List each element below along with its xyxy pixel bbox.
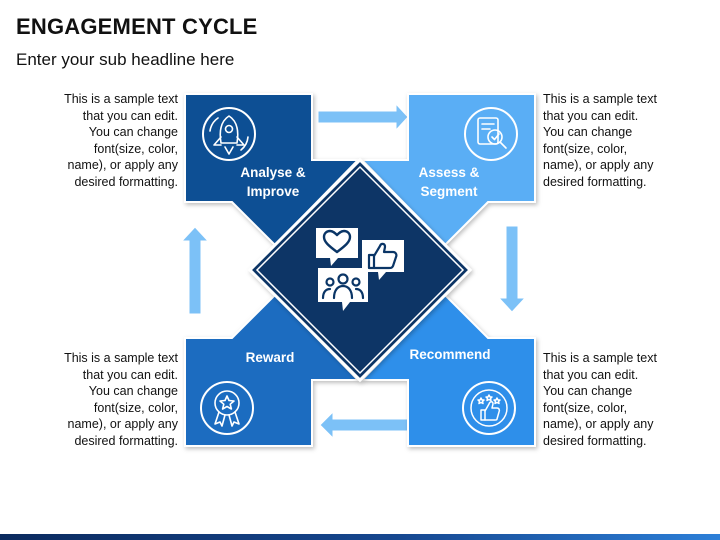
note-line: You can change [543, 384, 633, 399]
note-line: This is a sample text [64, 351, 178, 365]
stage-assess-label-line1: Assess & [419, 165, 480, 180]
note-line: This is a sample text [543, 92, 657, 106]
award-medal-icon-badge [200, 381, 254, 435]
note-top-right: This is a sample text that you can edit.… [543, 91, 703, 191]
note-line: font(size, color, [93, 400, 178, 415]
flow-arrow-down [497, 225, 527, 313]
note-line: name), or apply any [67, 158, 178, 173]
note-line: desired formatting. [543, 174, 647, 189]
note-line: You can change [88, 125, 178, 140]
note-line: that you can edit. [82, 108, 178, 123]
note-bottom-right: This is a sample text that you can edit.… [543, 350, 703, 450]
stage-recommend: Recommend [359, 293, 536, 447]
rocket-icon-badge [202, 107, 256, 161]
flow-arrow-left [319, 410, 410, 440]
flow-arrow-up [180, 226, 210, 315]
stage-recommend-label: Recommend [409, 347, 490, 362]
page-subtitle: Enter your sub headline here [16, 50, 235, 69]
flow-arrow-right [317, 102, 409, 132]
social-engagement-icon [316, 228, 404, 311]
footer-bar [0, 534, 720, 540]
note-bottom-left: This is a sample text that you can edit.… [18, 350, 178, 450]
note-line: You can change [88, 384, 178, 399]
stage-assess-label-line2: Segment [420, 184, 478, 199]
stage-analyse-label-line2: Improve [247, 184, 300, 199]
note-line: font(size, color, [543, 141, 628, 156]
note-line: font(size, color, [543, 400, 628, 415]
note-line: that you can edit. [543, 367, 639, 382]
center-diamond [247, 157, 473, 383]
note-line: desired formatting. [74, 174, 178, 189]
note-line: name), or apply any [543, 417, 654, 432]
note-line: that you can edit. [543, 108, 639, 123]
rating-thumbs-up-icon [470, 389, 508, 427]
award-medal-icon [214, 390, 240, 427]
note-line: desired formatting. [543, 433, 647, 448]
document-magnifier-icon-badge [464, 107, 518, 161]
note-line: This is a sample text [543, 351, 657, 365]
page-title: ENGAGEMENT CYCLE [16, 14, 258, 39]
note-line: You can change [543, 125, 633, 140]
stage-reward-label: Reward [246, 350, 295, 365]
stage-reward: Reward [184, 293, 361, 447]
note-line: name), or apply any [543, 158, 654, 173]
note-top-left: This is a sample text that you can edit.… [18, 91, 178, 191]
note-line: name), or apply any [67, 417, 178, 432]
center-diamond-inner [255, 165, 465, 375]
stage-analyse-label-line1: Analyse & [240, 165, 306, 180]
note-line: desired formatting. [74, 433, 178, 448]
document-magnifier-icon [477, 117, 507, 149]
note-line: that you can edit. [82, 367, 178, 382]
note-line: This is a sample text [64, 92, 178, 106]
note-line: font(size, color, [93, 141, 178, 156]
rocket-icon [209, 115, 249, 155]
